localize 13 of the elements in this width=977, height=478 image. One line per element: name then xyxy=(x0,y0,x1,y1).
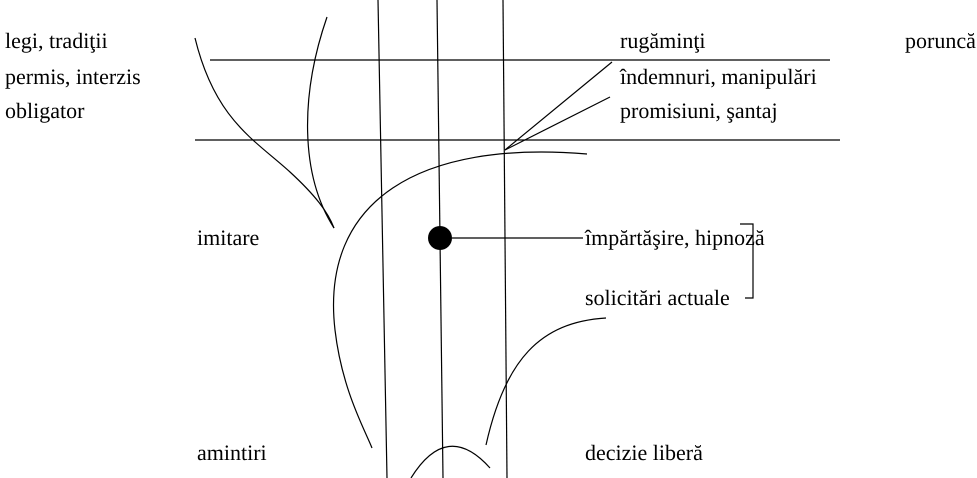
text-label: promisiuni, şantaj xyxy=(620,98,778,124)
text-label: solicitări actuale xyxy=(585,285,730,311)
text-label: legi, tradiţii xyxy=(5,28,108,54)
text-label: rugăminţi xyxy=(620,28,706,54)
text-label: obligator xyxy=(5,98,84,124)
text-label: decizie liberă xyxy=(585,440,703,466)
dot-marker xyxy=(428,226,452,250)
leader-line xyxy=(452,237,583,239)
text-label: amintiri xyxy=(197,440,267,466)
text-label: poruncă xyxy=(905,28,976,54)
text-label: imitare xyxy=(197,225,260,251)
text-label: îndemnuri, manipulări xyxy=(620,64,817,90)
text-label: permis, interzis xyxy=(5,64,141,90)
